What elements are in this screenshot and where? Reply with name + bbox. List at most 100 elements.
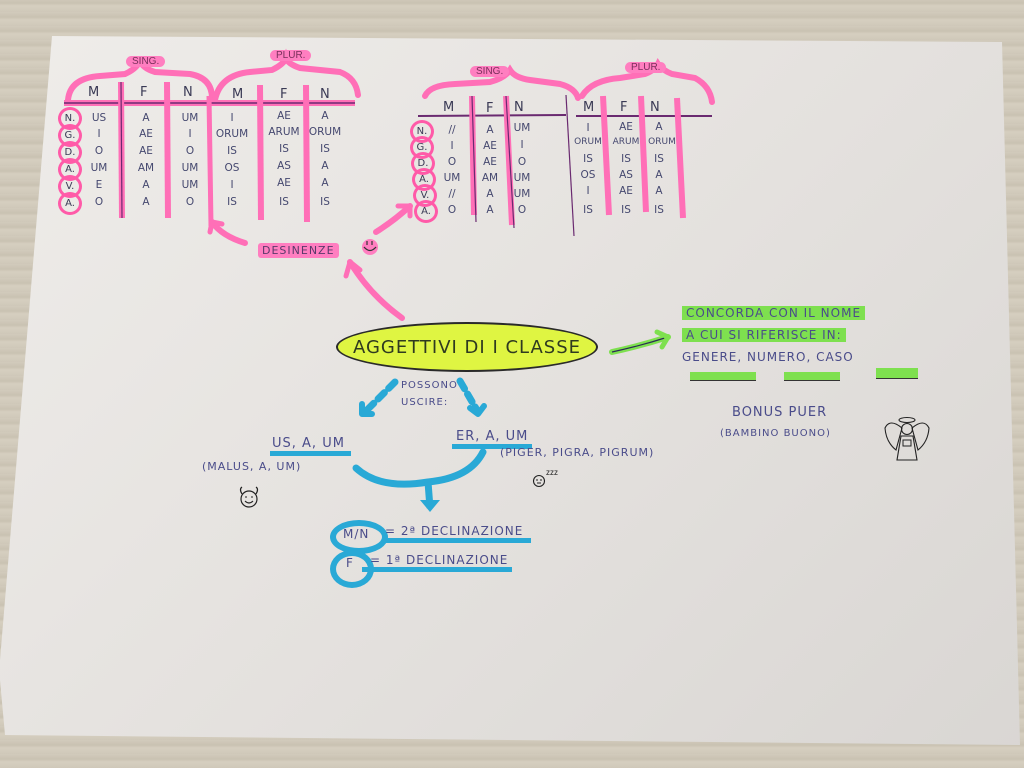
table-cell: IS: [279, 196, 289, 208]
table-cell: IS: [583, 204, 593, 216]
table-cell: AE: [483, 156, 497, 168]
desinenze-label: DESINENZE: [258, 243, 339, 258]
table-cell: IS: [583, 153, 593, 165]
table-cell: UM: [181, 112, 199, 124]
table-cell: A: [655, 169, 663, 181]
table-cell: IS: [227, 145, 237, 157]
table-cell: AE: [483, 140, 497, 152]
table-cell: //: [448, 124, 456, 136]
branch-left-example: (MALUS, A, UM): [202, 460, 302, 473]
table-cell: IS: [621, 153, 631, 165]
table-cell: UM: [181, 162, 199, 174]
table-cell: UM: [181, 179, 199, 191]
table-cell: O: [185, 196, 195, 208]
table-cell: A: [486, 204, 494, 216]
smiley-icon: [362, 239, 378, 255]
underline-caso: [876, 368, 918, 379]
table-cell: A: [486, 188, 494, 200]
sleepy-face-icon: [532, 474, 546, 488]
zzz-text: zzz: [546, 468, 558, 477]
agreement-line3: GENERE, NUMERO, CASO: [682, 350, 854, 364]
bonus-title: BONUS PUER: [732, 405, 828, 420]
col-header: N: [514, 100, 524, 115]
plural-label: PLUR.: [625, 62, 667, 73]
result-line2-prefix: F: [346, 556, 354, 570]
central-topic: AGGETTIVI DI I CLASSE: [336, 322, 598, 372]
table-cell: I: [230, 179, 234, 191]
table-cell: UM: [513, 188, 531, 200]
table-cell: A: [321, 177, 329, 189]
underline-genere: [690, 372, 756, 381]
col-header: F: [140, 85, 148, 100]
table-cell: I: [586, 122, 590, 134]
table-cell: AE: [619, 121, 633, 133]
case-label: A.: [58, 192, 82, 215]
table-cell: O: [517, 204, 527, 216]
table-cell: ORUM: [574, 137, 602, 147]
result-line1-prefix: M/N: [343, 527, 370, 541]
singular-label: SING.: [126, 56, 166, 67]
branch-right-example: (PIGER, PIGRA, PIGRUM): [500, 446, 655, 459]
table-cell: ORUM: [308, 126, 342, 138]
col-header: M: [232, 87, 244, 102]
table-cell: UM: [513, 172, 531, 184]
devil-face-icon: [239, 486, 259, 508]
singular-label: SING.: [470, 66, 510, 77]
underline-numero: [784, 372, 840, 381]
table-cell: AE: [277, 177, 291, 189]
table-cell: IS: [654, 153, 664, 165]
table-cell: IS: [320, 143, 330, 155]
table-cell: AM: [137, 162, 155, 174]
table-cell: A: [655, 185, 663, 197]
table-cell: A: [321, 110, 329, 122]
col-header: F: [620, 100, 628, 115]
agreement-line2: A CUI SI RIFERISCE IN:: [682, 328, 846, 342]
col-header: M: [443, 100, 455, 115]
central-topic-text: AGGETTIVI DI I CLASSE: [352, 336, 582, 358]
table-cell: AS: [277, 160, 291, 172]
branch-left-endings: US, A, UM: [270, 436, 351, 456]
col-header: M: [88, 85, 100, 100]
table-cell: ORUM: [215, 128, 249, 140]
angel-icon: [884, 416, 930, 461]
col-header: N: [183, 85, 193, 100]
table-cell: I: [586, 185, 590, 197]
table-cell: IS: [279, 143, 289, 155]
table-cell: UM: [513, 122, 531, 134]
table-cell: O: [185, 145, 195, 157]
table-cell: I: [520, 139, 524, 151]
case-label: A.: [414, 200, 438, 223]
table-cell: ARUM: [268, 126, 300, 138]
table-cell: UM: [443, 172, 461, 184]
col-header: M: [583, 100, 595, 115]
col-header: F: [486, 101, 494, 116]
col-header: N: [650, 100, 660, 115]
col-header: F: [280, 87, 288, 102]
table-cell: AM: [481, 172, 499, 184]
table-cell: A: [321, 160, 329, 172]
table-cell: UM: [90, 162, 108, 174]
agreement-line1: CONCORDA CON IL NOME: [682, 306, 866, 320]
table-cell: O: [447, 204, 457, 216]
table-cell: ARUM: [612, 137, 640, 147]
table-cell: E: [95, 179, 103, 191]
table-cell: I: [230, 112, 234, 124]
result-line2-text: = 1ª DECLINAZIONE: [362, 553, 513, 572]
table-cell: I: [450, 140, 454, 152]
table-cell: A: [142, 196, 150, 208]
table-cell: OS: [224, 162, 240, 174]
table-cell: A: [142, 112, 150, 124]
table-cell: //: [448, 188, 456, 200]
table-cell: I: [97, 128, 101, 140]
table-cell: US: [91, 112, 107, 124]
table-cell: IS: [654, 204, 664, 216]
table-cell: AE: [277, 110, 291, 122]
table-cell: IS: [320, 196, 330, 208]
agreement-note: CONCORDA CON IL NOME A CUI SI RIFERISCE …: [682, 302, 866, 368]
col-header: N: [320, 87, 330, 102]
table-cell: AE: [139, 128, 153, 140]
table-cell: A: [142, 179, 150, 191]
bonus-subtitle: (BAMBINO BUONO): [720, 428, 831, 439]
table-cell: O: [447, 156, 457, 168]
